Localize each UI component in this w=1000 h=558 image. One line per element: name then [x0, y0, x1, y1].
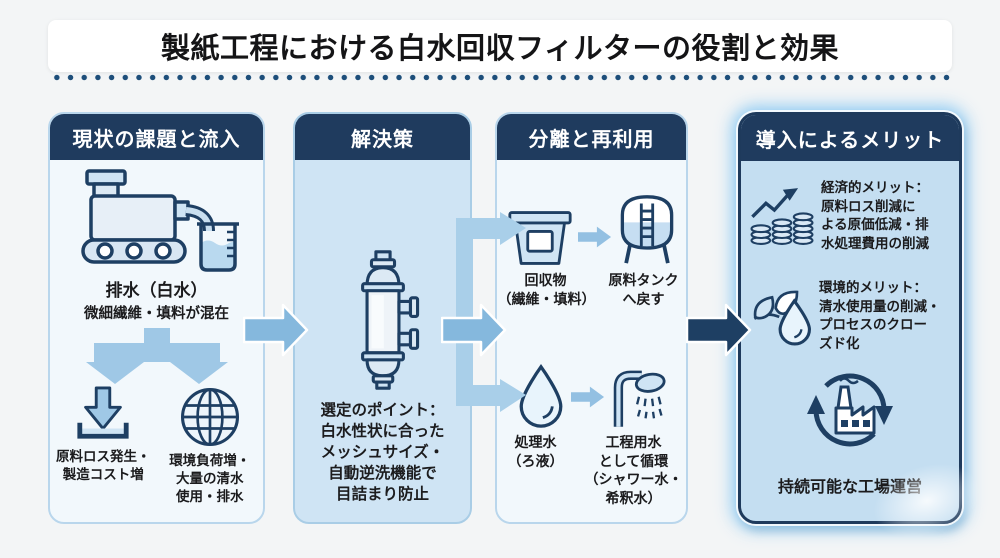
panel-solution-header: 解決策 [295, 114, 470, 160]
recovered-solids-bin-icon [507, 211, 572, 265]
filtrate-row-captions: 処理水 （ろ液） 工程用水 として循環 （シャワー水・ 希釈水） [498, 433, 686, 507]
wastewater-caption: 排水（白水） [105, 281, 208, 300]
stock-tank-icon [620, 195, 673, 264]
tank-label: 原料タンク へ戻す [608, 272, 679, 307]
flow-arrow-3 [686, 303, 752, 357]
arrow-right-small-icon [577, 226, 611, 248]
panel-benefits: 導入によるメリット 経済的メリット： 原料ロス削減に よる原価低減・排 水処理費… [738, 112, 962, 524]
globe-icon [180, 387, 239, 447]
coins-growth-icon [750, 188, 814, 245]
outcomes-row: 原料ロス発生・ 製造コスト増 環境負荷増・ 大量の清水 使用・排水 [50, 386, 263, 506]
leaf-drop-icon [753, 290, 812, 346]
filtrate-row-icons [516, 360, 668, 428]
panel-benefits-header: 導入によるメリット [741, 115, 959, 161]
material-loss-tray-icon [77, 386, 129, 439]
benefit-footer-label: 持続可能な工場運営 [777, 479, 922, 496]
outcome-left-label: 原料ロス発生・ 製造コスト増 [56, 449, 151, 482]
benefit-environment-label: 環境的メリット： 清水使用量の削減・ プロセスのクロー ズド化 [819, 280, 941, 351]
outcome-right-label: 環境負荷増・ 大量の清水 使用・排水 [169, 453, 251, 504]
benefit-economic: 経済的メリット： 原料ロス削減に よる原価低減・排 水処理費用の削減 [741, 179, 959, 253]
recovered-label: 回収物 （繊維・填料） [497, 272, 596, 307]
split-connector [456, 212, 526, 412]
outcome-material-loss: 原料ロス発生・ 製造コスト増 [50, 386, 157, 506]
wastewater-subcaption: 微細繊維・填料が混在 [84, 306, 229, 322]
process-water-label: 工程用水 として循環 （シャワー水・ 希釈水） [584, 434, 683, 506]
title-card: 製紙工程における白水回収フィルターの役割と効果 [48, 20, 952, 72]
arrow-right-small-icon [570, 386, 604, 408]
panel-separation-reuse: 分離と再利用 [495, 112, 688, 524]
recovered-row-icons [507, 194, 677, 266]
shower-icon [613, 370, 666, 427]
panel-separation-reuse-header: 分離と再利用 [497, 114, 686, 160]
dotted-divider [50, 74, 952, 81]
paper-machine-icon [80, 169, 239, 272]
recovered-row-captions: 回収物 （繊維・填料） 原料タンク へ戻す [498, 271, 686, 308]
benefit-economic-label: 経済的メリット： 原料ロス削減に よる原価低減・排 水処理費用の削減 [821, 180, 929, 251]
flow-arrow-2 [441, 303, 507, 357]
panel-current-issues-header: 現状の課題と流入 [50, 114, 263, 160]
page-title: 製紙工程における白水回収フィルターの役割と効果 [161, 33, 839, 65]
panel-current-issues: 現状の課題と流入 排水（白水） [48, 112, 265, 524]
benefit-environment: 環境的メリット： 清水使用量の削減・ プロセスのクロー ズド化 [741, 279, 959, 353]
outcome-environment: 環境負荷増・ 大量の清水 使用・排水 [157, 386, 264, 506]
branch-arrows-icon [85, 328, 228, 384]
flow-arrow-1 [243, 303, 309, 357]
filtrate-label: 処理水 （ろ液） [507, 434, 564, 469]
selection-note: 選定のポイント： 白水性状に合った メッシュサイズ・ 自動逆洗機能で 目詰まり防… [320, 402, 445, 503]
recycle-factory-icon [807, 373, 893, 447]
filter-vessel-icon [360, 250, 419, 390]
water-drop-icon [519, 364, 562, 428]
